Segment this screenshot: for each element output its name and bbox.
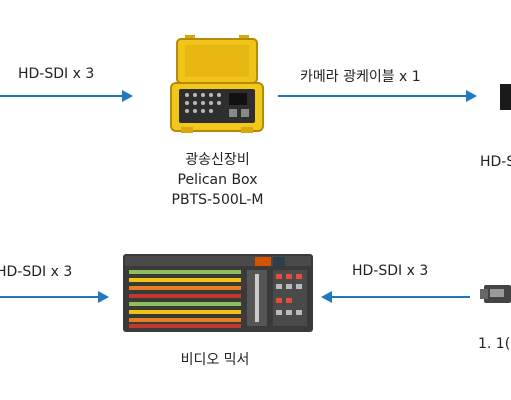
video-mixer-icon xyxy=(123,254,313,332)
device-icon xyxy=(480,285,511,303)
bottom-right-cut-label: 1. 1( xyxy=(478,336,511,352)
bottom-left-link-label: HD-SDI x 3 xyxy=(0,264,73,280)
pelican-case-icon xyxy=(170,35,264,133)
caption-line: Pelican Box xyxy=(177,172,258,188)
caption-line: 비디오 믹서 xyxy=(180,352,250,368)
pelican-box-caption: 광송신장비 Pelican Box PBTS-500L-M xyxy=(155,150,280,210)
top-left-link-label: HD-SDI x 3 xyxy=(18,66,95,82)
caption-line: 광송신장비 xyxy=(185,152,250,168)
top-right-cut-label: HD-S xyxy=(480,154,511,170)
bottom-right-link-label: HD-SDI x 3 xyxy=(352,263,429,279)
video-mixer-caption: 비디오 믹서 xyxy=(150,350,280,370)
caption-line: PBTS-500L-M xyxy=(171,192,264,208)
arrow-to-pelican-box xyxy=(0,90,133,102)
arrow-from-mixer xyxy=(0,291,109,303)
arrow-to-camera xyxy=(278,90,477,102)
arrow-to-mixer xyxy=(321,291,470,303)
top-right-link-label: 카메라 광케이블 x 1 xyxy=(300,69,421,85)
camera-icon xyxy=(500,84,511,110)
